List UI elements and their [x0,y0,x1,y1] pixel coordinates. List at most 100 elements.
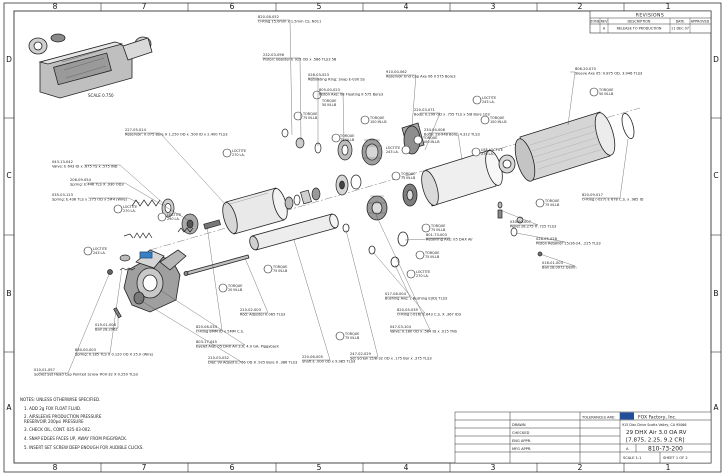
tag-g20-a: TORQUE [598,88,613,92]
callout-c18-pn: 017-08-004 [385,292,407,296]
rev-row-rev: A [603,27,606,31]
callout-c24-desc: O-Ring 8MM ID x 5MM C.S. [196,330,244,334]
callout-c3-pn: 028-03-023 [308,73,329,77]
drawing-title-line1: 29 DHX Air 3.0 OA RV [626,430,687,436]
callout-c29-pn: 010-01-057 [34,368,55,372]
tag-g19-a: LOCTITE [167,213,181,217]
callout-c2-desc: Piston: Booster E 925 OD x .586 TLS3 5B [263,58,337,62]
callout-c20-pn: 047-03-104 [390,325,412,329]
note-4: 4. SNAP EDGES FACES UP, AWAY FROM PIGGYB… [24,436,127,441]
zone-left-C: C [6,171,11,180]
tag-g15-b: 75 IN-LB [273,269,288,273]
callout-c18-desc: Bushing Axe: L Bushing E(ID) TLS3 [385,297,447,301]
callout-c16-desc: Ball 28.0972 Delrin [542,266,577,270]
note-header: NOTES: UNLESS OTHERWISE SPECIFIED. [20,397,100,402]
eyelet-assembly [123,249,187,313]
air-sleeve [514,111,635,182]
size-label: A [626,447,629,451]
zone-bottom-1: 1 [666,463,671,472]
title-block [454,411,712,464]
callout-c27-desc: Ball 28.2962 [95,328,118,332]
zone-bottom-7: 7 [142,463,147,472]
note-2a: 2. AIRSLEEVE PRODUCTION PRESSURE [24,414,102,419]
tag-g4-a: TORQUE [339,134,354,138]
outer-border [3,2,722,473]
note-2b: RESERVOIR 200psi PRESSURE [24,419,84,424]
tag-g7-a: TORQUE [489,116,504,120]
callout-c8-pn: 806-20-070 [575,67,597,71]
tag-g11-b: 75 IN-LB [425,255,440,259]
callout-c8-desc: Sleeve Axe 05: II.875 OD, 3.946 TLS3 [575,72,642,76]
zone-top-4: 4 [404,2,409,11]
callout-c12-desc: Spring: E.446 TLS X .930 OD3 [70,183,124,187]
zone-right-D: D [713,55,719,64]
tag-g4-b: 75 IN-LB [340,138,355,142]
zone-top-3: 3 [491,2,496,11]
right-small-parts [497,201,543,257]
tag-g5-b: 100 IN-LB [370,120,387,124]
callout-c12-pn: 206-09-054 [70,178,92,182]
tag-g9-b: 75 IN-LB [401,176,416,180]
tag-g21-b: 270 LA. [481,152,494,156]
callout-c26-pn: 210-03-032 [208,356,229,360]
callout-c22-desc: Shaft E .000 OD x 9.985 TLS3 [302,360,355,364]
zone-left-D: D [6,55,12,64]
tag-g13-b: 75 IN-LB [345,336,360,340]
callout-c7-desc: Body: 28-948 Bore, 4.312 TLS3 [424,133,480,137]
tag-g17-b: 243 LA. [93,251,106,255]
notes-block: NOTES: UNLESS OTHERWISE SPECIFIED. 1. AD… [20,397,144,450]
tag-g3-a: TORQUE [321,99,336,103]
zone-bottom-3: 3 [491,463,496,472]
tag-g9-a: TORQUE [400,172,415,176]
tolerances-label: TOLERANCES ARE: [581,416,615,420]
tag-g13-a: TORQUE [344,332,359,336]
eng-approval-label: ENG APPR. [512,439,531,443]
zone-top-2: 2 [578,2,583,11]
callout-c25-desc: Eyelet Axe: 05 DHX Air 3.0, 4.0 GA, Pigg… [196,345,280,349]
tag-g5-a: TORQUE [369,116,384,120]
callout-c20-desc: Valve: II.180 OD x .584 ID x .015 TNS [390,330,458,334]
piston-stack [342,183,418,268]
callout-c27-pn: 019-01-008 [95,323,117,327]
zone-bottom-4: 4 [404,463,409,472]
note-3: 3. CHECK OIL, CONT. 025-03-002. [24,427,91,432]
zone-left-A: A [6,403,12,412]
zone-bottom-5: 5 [317,463,322,472]
tag-g21-a: USE LOCTITE [481,148,503,152]
callout-c13-pn: 035-03-123 [52,193,73,197]
callout-c4-pn: 805-00-023 [319,88,340,92]
rev-header-zone: ZONE [590,20,600,24]
callout-c29-desc: Socket Set Head Cap Pointed Screw #00-32… [34,373,138,377]
zone-top-8: 8 [53,2,58,11]
tag-g22-a: LOCTITE [386,146,400,150]
zone-right-C: C [713,171,718,180]
tag-g18-a: TORQUE [227,284,242,288]
rev-header-date: DATE [676,20,685,24]
callout-c17-desc: Retaining Axe: 05 DHX Air [426,238,473,242]
tag-g17-a: LOCTITE [93,247,107,251]
tag-g10-b: 75 IN-LB [431,228,446,232]
note-1: 1. ADD 2g FOX FLOAT FLUID. [24,406,81,411]
tag-g1-b: 270 LA. [232,153,245,157]
callout-c1-pn: 820-08-052 [258,15,279,19]
zone-bottom-2: 2 [578,463,583,472]
small-mid-parts [284,174,362,210]
tag-g3-b: 50 IN-LB [322,103,337,107]
callout-c6-pn: 220-03-071 [414,108,435,112]
company-name: FOX Factory, Inc. [638,415,677,421]
zone-right-A: A [713,403,719,412]
zone-top-1: 1 [666,2,671,11]
callout-c19-pn: 820-05-039 [397,308,419,312]
zone-top-6: 6 [230,2,235,11]
callout-c21-pn: 247-02-029 [350,352,372,356]
tag-g7-b: 100 IN-LB [490,120,507,124]
revisions-block: REVISIONS ZONE REV DESCRIPTION DATE APPR… [589,10,712,34]
callout-c26-desc: Dial: 99 Adjust E.766 OD X .925 Bore X .… [208,361,297,365]
callout-c14-pn: 030-00-007 [510,220,531,224]
callout-c11-desc: Valve: E 643 ID x .675 TS x .575 IND [52,165,118,169]
tag-g12-b: 75 IN-LB [545,203,560,207]
tag-g14-b: 270 LA. [416,274,429,278]
callout-c23-desc: Rod: Adjuster II.065 TLS3 [240,313,285,317]
